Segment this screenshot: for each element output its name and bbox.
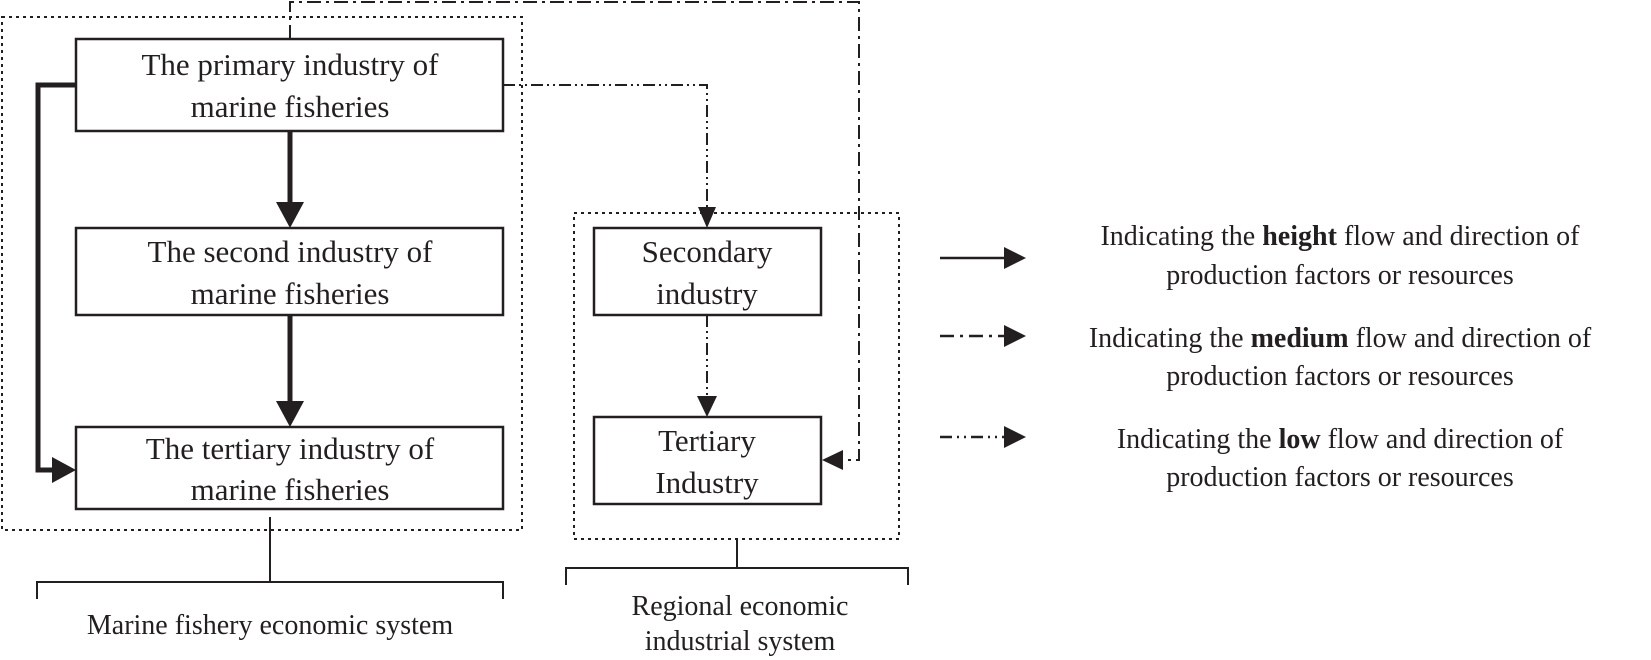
high-flow-primary-to-second [276, 131, 304, 228]
tertiary-industry-line2: marine fisheries [191, 472, 390, 507]
regional-secondary-line1: Secondary [642, 234, 773, 269]
marine-system-boundary [1, 16, 523, 531]
legend-medium-flow: Indicating the medium flow and direction… [940, 323, 1592, 392]
low-flow-primary-to-regional-secondary [503, 84, 716, 228]
legend-medium-line2: production factors or resources [1166, 361, 1514, 392]
legend-medium-line1: Indicating the medium flow and direction… [1089, 323, 1592, 354]
medium-flow-primary-to-regional-tertiary [289, 1, 860, 470]
regional-secondary-box: Secondary industry [592, 226, 823, 317]
regional-tertiary-line2: Industry [655, 465, 759, 500]
legend-low-line1: Indicating the low flow and direction of [1117, 424, 1564, 455]
high-flow-primary-to-tertiary [35, 82, 76, 483]
high-flow-second-to-tertiary [276, 315, 304, 427]
legend: Indicating the height flow and direction… [940, 221, 1592, 493]
regional-tertiary-line1: Tertiary [658, 423, 756, 458]
low-flow-regional-secondary-to-tertiary [697, 315, 717, 417]
legend-high-line1: Indicating the height flow and direction… [1100, 221, 1580, 252]
regional-system-bracket [565, 539, 909, 585]
primary-industry-box: The primary industry of marine fisheries [74, 37, 505, 133]
second-industry-box: The second industry of marine fisheries [74, 226, 505, 317]
regional-system-caption-line2: industrial system [645, 626, 836, 657]
second-industry-line1: The second industry of [148, 234, 434, 269]
legend-high-flow: Indicating the height flow and direction… [940, 221, 1580, 291]
legend-low-flow: Indicating the low flow and direction of… [940, 424, 1564, 493]
second-industry-line2: marine fisheries [191, 276, 390, 311]
marine-system-bracket [36, 517, 504, 599]
tertiary-industry-line1: The tertiary industry of [146, 431, 435, 466]
regional-system-caption-line1: Regional economic [632, 591, 849, 622]
legend-high-line2: production factors or resources [1166, 260, 1514, 291]
primary-industry-line1: The primary industry of [141, 47, 439, 82]
regional-secondary-line2: industry [656, 276, 758, 311]
tertiary-industry-box: The tertiary industry of marine fisherie… [74, 425, 505, 511]
primary-industry-line2: marine fisheries [191, 89, 390, 124]
regional-tertiary-box: Tertiary Industry [592, 415, 823, 506]
marine-system-caption: Marine fishery economic system [87, 610, 453, 641]
legend-low-line2: production factors or resources [1166, 462, 1514, 493]
